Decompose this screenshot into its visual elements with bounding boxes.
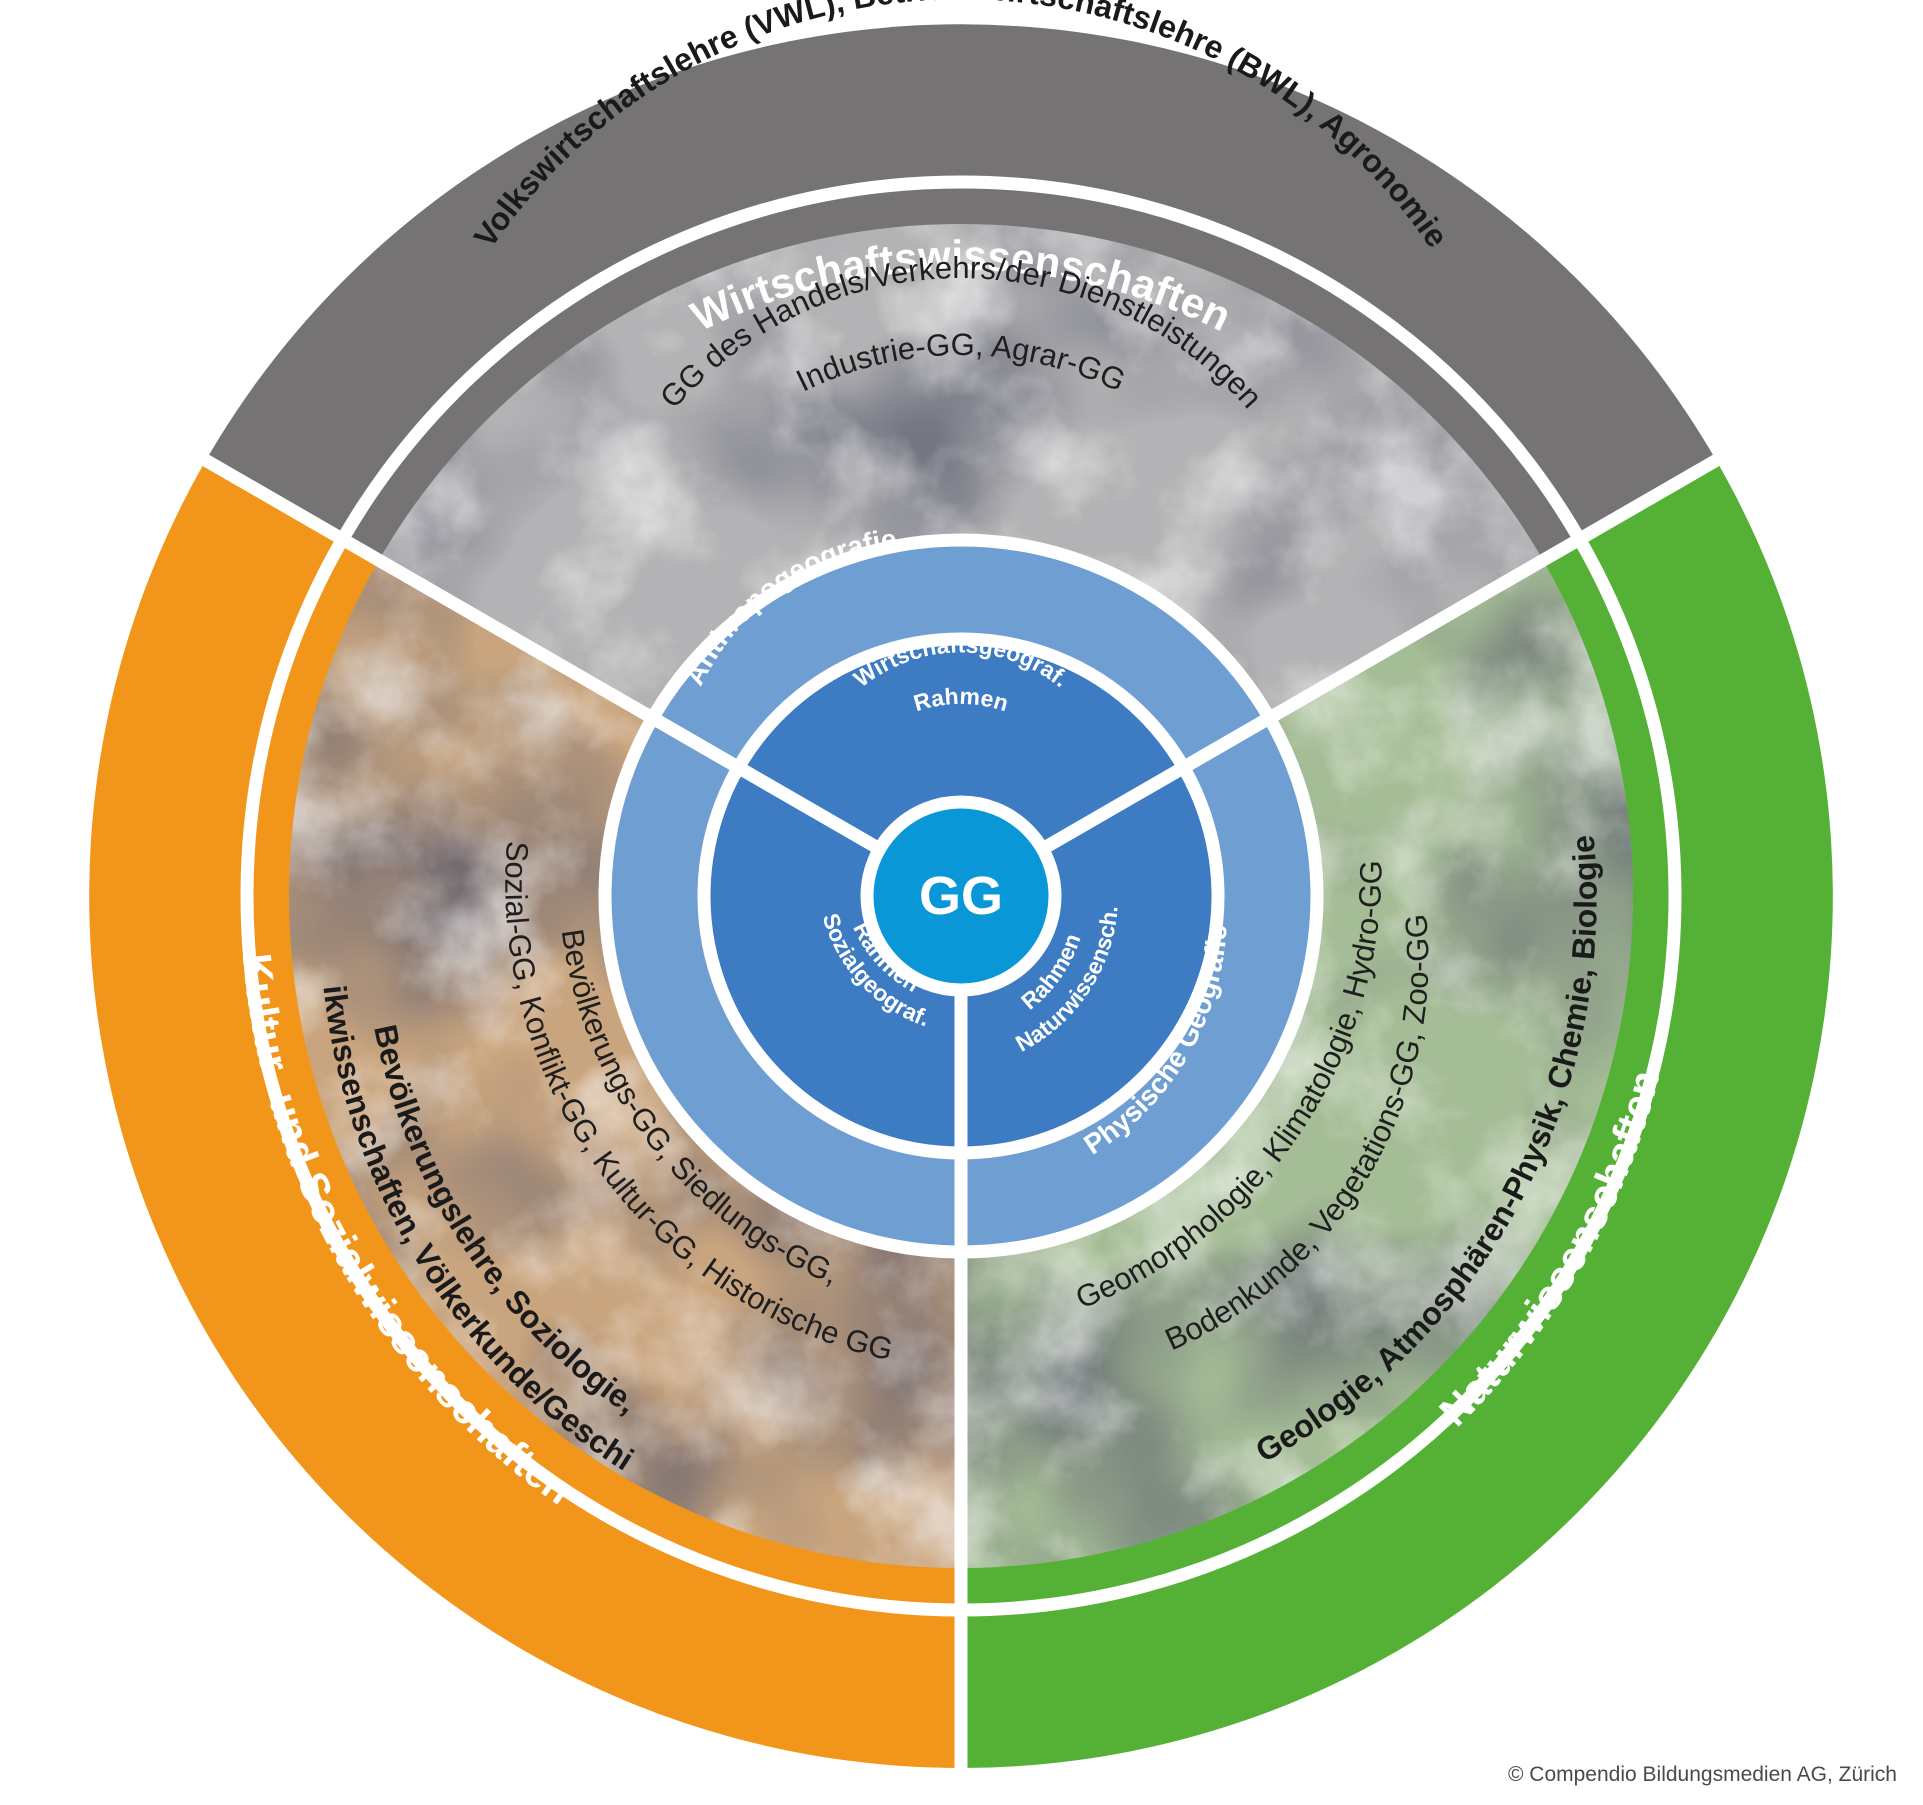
copyright-notice: © Compendio Bildungsmedien AG, Zürich xyxy=(1507,1763,1897,1786)
middle-ring-border xyxy=(598,533,1324,1259)
center-label: GG xyxy=(919,866,1003,926)
center-circle xyxy=(860,795,1062,997)
